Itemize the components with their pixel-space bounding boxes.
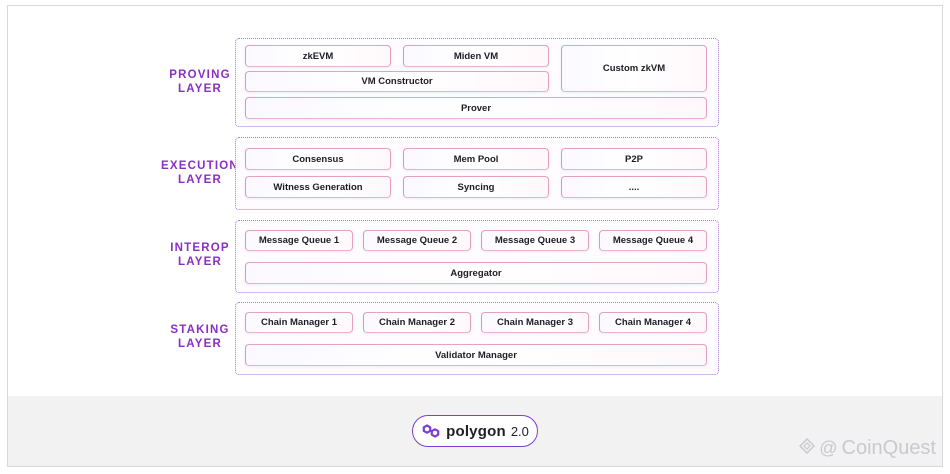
chain-manager-module: Chain Manager 4 [599,312,707,333]
staking-label-line1: STAKING [170,324,230,336]
vm-constructor-module: VM Constructor [245,71,549,92]
polygon-brand-name: polygon [446,422,506,440]
polygon-version: 2.0 [510,423,529,439]
execution-layer-box: Consensus Mem Pool P2P Witness Generatio… [235,137,719,210]
watermark-diamond-icon [799,437,816,460]
more-modules-placeholder: .... [561,176,707,198]
polygon-logo-icon [421,422,441,440]
watermark-text: CoinQuest [841,437,937,459]
watermark: @ CoinQuest [799,437,936,460]
miden-vm-module: Miden VM [403,45,549,67]
message-queue-module: Message Queue 3 [481,230,589,251]
execution-label-line2: LAYER [178,174,222,186]
mem-pool-module: Mem Pool [403,148,549,170]
diagram-frame: PROVING LAYER zkEVM Miden VM Custom zkVM… [7,5,943,467]
interop-layer-box: Message Queue 1 Message Queue 2 Message … [235,220,719,293]
prover-module: Prover [245,97,707,119]
aggregator-module: Aggregator [245,262,707,284]
execution-layer-label: EXECUTION LAYER [148,159,252,187]
chain-manager-module: Chain Manager 2 [363,312,471,333]
chain-manager-module: Chain Manager 3 [481,312,589,333]
message-queue-module: Message Queue 4 [599,230,707,251]
p2p-module: P2P [561,148,707,170]
proving-label-line1: PROVING [169,69,231,81]
interop-label-line1: INTEROP [170,242,230,254]
custom-zkvm-module: Custom zkVM [561,45,707,92]
message-queue-module: Message Queue 2 [363,230,471,251]
validator-manager-module: Validator Manager [245,344,707,366]
staking-layer-label: STAKING LAYER [148,323,252,351]
staking-layer-box: Chain Manager 1 Chain Manager 2 Chain Ma… [235,302,719,375]
witness-generation-module: Witness Generation [245,176,391,198]
polygon-badge: polygon 2.0 [412,415,538,447]
staking-label-line2: LAYER [178,338,222,350]
interop-label-line2: LAYER [178,256,222,268]
consensus-module: Consensus [245,148,391,170]
chain-manager-module: Chain Manager 1 [245,312,353,333]
syncing-module: Syncing [403,176,549,198]
watermark-at: @ [819,438,838,458]
message-queue-module: Message Queue 1 [245,230,353,251]
proving-layer-box: zkEVM Miden VM Custom zkVM VM Constructo… [235,38,719,127]
proving-layer-label: PROVING LAYER [148,68,252,96]
proving-label-line2: LAYER [178,83,222,95]
execution-label-line1: EXECUTION [161,160,239,172]
zkevm-module: zkEVM [245,45,391,67]
interop-layer-label: INTEROP LAYER [148,241,252,269]
